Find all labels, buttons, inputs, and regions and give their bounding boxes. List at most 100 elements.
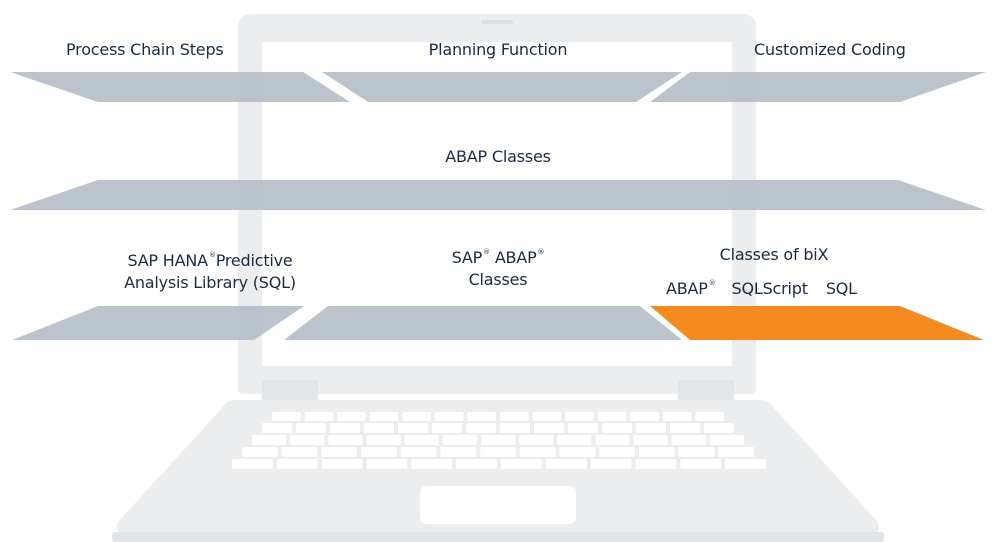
keyboard-key bbox=[590, 459, 632, 469]
label-predictive-text: Predictive bbox=[215, 251, 293, 270]
keyboard-key bbox=[709, 435, 744, 445]
keyboard-key bbox=[671, 435, 706, 445]
keyboard-key bbox=[330, 423, 360, 433]
keyboard-key bbox=[545, 459, 587, 469]
keyboard-key bbox=[635, 459, 677, 469]
label-process-chain-steps: Process Chain Steps bbox=[66, 40, 224, 59]
label-sap-abap-line1: SAP® ABAP® bbox=[378, 242, 618, 268]
keyboard-key bbox=[361, 447, 397, 457]
keyboard-key bbox=[695, 412, 724, 421]
keyboard-key bbox=[369, 412, 399, 421]
keyboard-key bbox=[704, 423, 734, 433]
plate-process-chain-steps bbox=[10, 72, 350, 102]
keyboard-key bbox=[440, 447, 477, 457]
keyboard-key bbox=[500, 423, 530, 433]
keyboard-key bbox=[670, 423, 700, 433]
keyboard-key bbox=[595, 435, 630, 445]
keyboard-key bbox=[565, 412, 594, 421]
label-classes-line2: Classes bbox=[468, 270, 528, 289]
registered-mark: ® bbox=[208, 251, 216, 259]
label-sql-item: SQL bbox=[825, 279, 857, 298]
keyboard-key bbox=[304, 412, 334, 421]
keyboard-key bbox=[480, 447, 516, 457]
label-sap-hana-line1: SAP HANA®Predictive bbox=[90, 245, 330, 271]
keyboard-key bbox=[725, 459, 766, 469]
keyboard-key bbox=[296, 423, 326, 433]
bottom-row-plates bbox=[12, 306, 984, 340]
plate-sap-abap-classes bbox=[284, 306, 682, 340]
keyboard-key bbox=[232, 459, 273, 469]
label-customized-coding: Customized Coding bbox=[754, 40, 906, 59]
trackpad bbox=[420, 486, 576, 524]
label-planning-function: Planning Function bbox=[428, 40, 568, 59]
plate-sap-hana-pal bbox=[12, 306, 304, 340]
keyboard-key bbox=[252, 435, 287, 445]
keyboard-key bbox=[568, 423, 598, 433]
keyboard-key bbox=[398, 423, 428, 433]
keyboard-key bbox=[321, 459, 363, 469]
keyboard-key bbox=[434, 412, 464, 421]
plate-customized-coding bbox=[650, 72, 986, 102]
keyboard-key bbox=[366, 459, 408, 469]
laptop-camera bbox=[481, 20, 513, 24]
label-pal-line2: Analysis Library (SQL) bbox=[124, 273, 296, 292]
keyboard-key bbox=[599, 447, 635, 457]
keyboard-key bbox=[602, 423, 632, 433]
keyboard-key bbox=[321, 447, 358, 457]
keyboard-key bbox=[276, 459, 318, 469]
keyboard-key bbox=[630, 412, 659, 421]
keyboard-key bbox=[402, 412, 431, 421]
laptop-illustration bbox=[112, 14, 884, 542]
keyboard-key bbox=[337, 412, 366, 421]
plate-abap-classes bbox=[10, 180, 986, 210]
keyboard-key bbox=[442, 435, 477, 445]
keyboard-key bbox=[557, 435, 592, 445]
keyboard-key bbox=[597, 412, 627, 421]
keyboard-key bbox=[290, 435, 325, 445]
keyboard-key bbox=[456, 459, 497, 469]
keyboard-key bbox=[680, 459, 722, 469]
keyboard-key bbox=[242, 447, 278, 457]
keyboard-key bbox=[328, 435, 363, 445]
label-abap-classes: ABAP Classes bbox=[445, 147, 551, 166]
keyboard-key bbox=[400, 447, 437, 457]
keyboard-key bbox=[366, 435, 401, 445]
keyboard-key bbox=[633, 435, 668, 445]
label-sap-text: SAP bbox=[451, 248, 483, 267]
label-abap-text: ABAP bbox=[494, 248, 537, 267]
top-row-plates bbox=[10, 72, 986, 102]
plate-planning-function bbox=[322, 72, 682, 102]
keyboard-key bbox=[559, 447, 596, 457]
keyboard bbox=[232, 412, 766, 469]
keyboard-key bbox=[519, 447, 556, 457]
keyboard-key bbox=[364, 423, 394, 433]
registered-mark: ® bbox=[483, 248, 490, 256]
keyboard-key bbox=[432, 423, 462, 433]
keyboard-key bbox=[678, 447, 715, 457]
keyboard-key bbox=[404, 435, 439, 445]
keyboard-key bbox=[467, 412, 496, 421]
keyboard-key bbox=[500, 412, 529, 421]
keyboard-key bbox=[281, 447, 318, 457]
laptop-base bbox=[116, 400, 880, 534]
keyboard-key bbox=[519, 435, 554, 445]
laptop-front-edge bbox=[112, 532, 884, 542]
keyboard-key bbox=[480, 435, 516, 445]
keyboard-key bbox=[638, 447, 675, 457]
keyboard-key bbox=[411, 459, 453, 469]
keyboard-key bbox=[272, 412, 301, 421]
keyboard-key bbox=[718, 447, 754, 457]
label-sqlscript-item: SQLScript bbox=[731, 279, 808, 298]
keyboard-key bbox=[466, 423, 496, 433]
keyboard-key bbox=[534, 423, 564, 433]
label-abap-item: ABAP bbox=[666, 279, 708, 298]
laptop-hinge-left bbox=[262, 380, 318, 402]
keyboard-key bbox=[501, 459, 542, 469]
keyboard-key bbox=[262, 423, 292, 433]
label-classes-of-bix: Classes of biX bbox=[719, 245, 829, 264]
keyboard-key bbox=[636, 423, 666, 433]
registered-mark: ® bbox=[537, 248, 545, 256]
laptop-hinge-right bbox=[678, 380, 734, 402]
keyboard-key bbox=[662, 412, 692, 421]
